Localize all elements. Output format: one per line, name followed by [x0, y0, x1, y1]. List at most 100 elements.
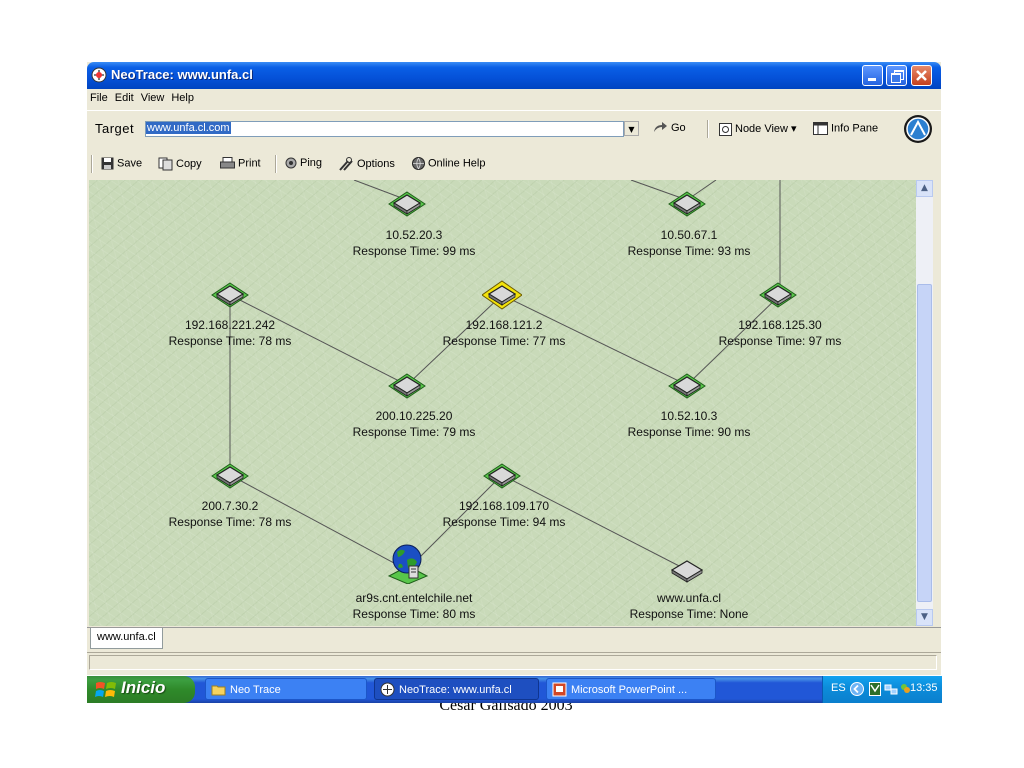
router-node[interactable] [482, 460, 522, 492]
windows-logo-icon [95, 682, 116, 697]
target-host-icon [670, 560, 704, 583]
router-icon [388, 373, 426, 399]
node-ip: 192.168.125.30 [738, 318, 822, 332]
node-ip: 200.7.30.2 [201, 499, 259, 513]
node-label: 192.168.125.30 Response Time: 97 ms [680, 317, 880, 349]
router-node[interactable] [210, 460, 250, 492]
node-ip: 10.50.67.1 [660, 228, 718, 242]
node-label: www.unfa.cl Response Time: None [589, 590, 789, 622]
separator [275, 155, 277, 173]
tray-network-icon[interactable] [884, 682, 898, 696]
scroll-thumb[interactable] [917, 284, 932, 602]
vertical-scrollbar[interactable]: ▲ ▼ [916, 180, 933, 626]
info-pane-icon [813, 122, 828, 135]
target-dropdown-button[interactable]: ▼ [624, 121, 639, 136]
node-ip: www.unfa.cl [656, 591, 722, 605]
neotrace-globe-logo-icon [904, 115, 932, 143]
node-response-time: Response Time: 94 ms [442, 515, 566, 529]
minimize-button[interactable] [862, 65, 883, 86]
taskbar-item-powerpoint[interactable]: Microsoft PowerPoint ... [546, 678, 716, 700]
online-help-button[interactable]: Online Help [412, 157, 485, 170]
router-node-selected[interactable] [481, 279, 523, 311]
router-icon [481, 280, 523, 310]
copy-icon [158, 157, 173, 171]
route-line [229, 474, 408, 571]
separator [91, 155, 93, 173]
node-label: ar9s.cnt.entelchile.net Response Time: 8… [314, 590, 514, 622]
router-icon [483, 463, 521, 489]
tab-www-unfa-cl[interactable]: www.unfa.cl [90, 628, 163, 649]
router-node[interactable] [758, 279, 798, 311]
node-response-time: Response Time: 90 ms [627, 425, 751, 439]
taskbar-item-neo-trace[interactable]: Neo Trace [205, 678, 367, 700]
node-label: 200.10.225.20 Response Time: 79 ms [314, 408, 514, 440]
node-ip: 10.52.20.3 [385, 228, 443, 242]
title-bar[interactable]: NeoTrace: www.unfa.cl [87, 62, 941, 89]
tray-messenger-icon[interactable] [899, 682, 911, 696]
tray-expand-icon[interactable] [850, 682, 864, 696]
node-label: 10.52.20.3 Response Time: 99 ms [314, 227, 514, 259]
route-line [501, 474, 688, 571]
folder-icon [211, 685, 226, 696]
info-pane-button[interactable]: Info Pane [813, 122, 878, 135]
node-response-time: Response Time: 97 ms [718, 334, 842, 348]
target-input-value: www.unfa.cl.com [146, 122, 231, 134]
print-icon [220, 157, 235, 169]
ping-button[interactable]: Ping [285, 157, 322, 169]
node-response-time: Response Time: 78 ms [168, 515, 292, 529]
target-input[interactable] [145, 121, 624, 137]
node-label: 10.52.10.3 Response Time: 90 ms [589, 408, 789, 440]
node-ip: 192.168.121.2 [465, 318, 543, 332]
copy-button[interactable]: Copy [158, 157, 202, 171]
router-icon [668, 191, 706, 217]
menu-view[interactable]: View [140, 92, 165, 104]
router-node[interactable] [387, 188, 427, 220]
target-label: Target [95, 121, 135, 136]
globe-help-icon [412, 157, 425, 170]
start-label: Inicio [121, 678, 166, 697]
clock: 13:35 [910, 682, 938, 694]
tab-strip: www.unfa.cl [87, 627, 941, 652]
main-toolbar: Save Copy Print Ping Options Online Help [87, 147, 941, 180]
router-node[interactable] [667, 188, 707, 220]
route-map-canvas[interactable]: 10.52.20.3 Response Time: 99 ms 10.50.67… [89, 180, 916, 626]
router-icon [211, 282, 249, 308]
node-view-icon [719, 122, 732, 136]
print-button[interactable]: Print [220, 157, 261, 170]
scroll-up-button[interactable]: ▲ [916, 180, 933, 197]
node-response-time: Response Time: None [629, 607, 749, 621]
tray-app-icon[interactable] [869, 682, 881, 696]
close-icon [916, 70, 927, 81]
globe-server-icon [387, 544, 429, 585]
router-icon [668, 373, 706, 399]
route-connections [229, 180, 781, 571]
router-node[interactable] [210, 279, 250, 311]
menu-help[interactable]: Help [171, 92, 194, 104]
node-view-button[interactable]: Node View ▾ [719, 122, 797, 136]
maximize-button[interactable] [886, 65, 907, 86]
go-button[interactable]: Go [652, 122, 686, 134]
menu-file[interactable]: File [90, 92, 108, 104]
route-line [406, 474, 503, 571]
close-button[interactable] [911, 65, 932, 86]
app-window: NeoTrace: www.unfa.cl File Edit View Help T… [87, 62, 941, 675]
router-node[interactable] [387, 370, 427, 402]
neotrace-app-icon [91, 67, 107, 83]
options-button[interactable]: Options [338, 157, 395, 171]
menu-edit[interactable]: Edit [114, 92, 134, 104]
start-button[interactable]: Inicio [87, 676, 195, 703]
node-label: 200.7.30.2 Response Time: 78 ms [130, 498, 330, 530]
router-node[interactable] [667, 370, 707, 402]
node-response-time: Response Time: 78 ms [168, 334, 292, 348]
scroll-down-button[interactable]: ▼ [916, 609, 933, 626]
host-node-globe[interactable] [387, 542, 429, 585]
options-tools-icon [339, 157, 353, 171]
target-node[interactable] [667, 554, 707, 586]
node-label: 192.168.121.2 Response Time: 77 ms [404, 317, 604, 349]
save-button[interactable]: Save [101, 157, 142, 170]
language-indicator[interactable]: ES [831, 682, 846, 694]
node-label: 192.168.109.170 Response Time: 94 ms [404, 498, 604, 530]
taskbar-item-neotrace-window[interactable]: NeoTrace: www.unfa.cl [374, 678, 539, 700]
node-ip: 192.168.221.242 [184, 318, 276, 332]
neotrace-app-icon [380, 682, 395, 697]
